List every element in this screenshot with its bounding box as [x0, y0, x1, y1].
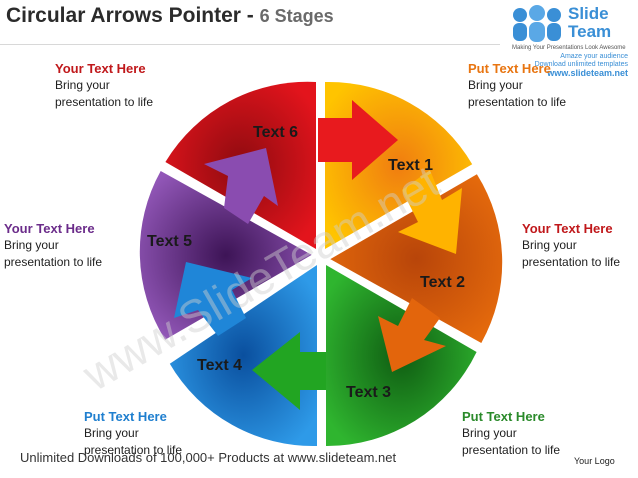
arrow-green-left [252, 332, 326, 410]
people-icon [513, 5, 561, 42]
caption-body-line2: presentation to life [4, 255, 103, 269]
caption-body-line1: Bring your [522, 238, 577, 252]
label-text-1: Text 1 [388, 157, 433, 174]
caption-body-line1: Bring your [4, 238, 59, 252]
caption-heading: Your Text Here [522, 221, 613, 236]
caption-heading: Put Text Here [468, 61, 551, 76]
caption-top-right: Put Text Here Bring your presentation to… [468, 60, 566, 111]
caption-bottom-left: Put Text Here Bring your presentation to… [84, 408, 182, 459]
caption-body-line1: Bring your [84, 426, 139, 440]
promo-url: www.slideteam.net [547, 68, 628, 78]
label-text-5: Text 5 [147, 233, 192, 250]
caption-heading: Your Text Here [4, 221, 95, 236]
caption-heading: Put Text Here [84, 409, 167, 424]
caption-body-line2: presentation to life [55, 95, 154, 109]
promo-block: Amaze your audience Download unlimited t… [510, 53, 628, 78]
arrow-orange-down [398, 170, 462, 254]
caption-body-line1: Bring your [462, 426, 517, 440]
arrow-dkorange-down [378, 298, 446, 372]
caption-body-line1: Bring your [55, 78, 110, 92]
stage-arrows [174, 100, 462, 410]
caption-mid-left: Your Text Here Bring your presentation t… [4, 220, 102, 271]
caption-top-left: Your Text Here Bring your presentation t… [55, 60, 153, 111]
logo-brand: Slide Team [568, 5, 611, 41]
page-title: Circular Arrows Pointer - 6 Stages [6, 4, 334, 28]
promo-line1: Amaze your audience [560, 53, 628, 60]
caption-heading: Your Text Here [55, 61, 146, 76]
title-stages: 6 Stages [259, 6, 334, 26]
caption-body-line2: presentation to life [522, 255, 621, 269]
caption-body-line1: Bring your [468, 78, 523, 92]
label-text-3: Text 3 [346, 384, 391, 401]
title-main: Circular Arrows Pointer - [6, 4, 254, 27]
title-divider [0, 44, 500, 45]
promo-line2: Download unlimited templates [534, 61, 628, 68]
arrow-purple-up [204, 148, 278, 224]
caption-body-line2: presentation to life [84, 443, 183, 457]
logo-tagline: Making Your Presentations Look Awesome [512, 45, 626, 51]
your-logo-placeholder: Your Logo [574, 456, 615, 466]
footer-text: Unlimited Downloads of 100,000+ Products… [20, 450, 397, 465]
slideteam-logo: Slide Team Making Your Presentations Loo… [510, 3, 636, 63]
logo-brand-line2: Team [568, 22, 612, 41]
wedge-text-4 [169, 265, 317, 447]
caption-heading: Put Text Here [462, 409, 545, 424]
logo-brand-line1: Slide [568, 4, 609, 23]
caption-mid-right: Your Text Here Bring your presentation t… [522, 220, 620, 271]
arrow-blue-up [174, 262, 252, 336]
caption-body-line2: presentation to life [462, 443, 561, 457]
caption-body-line2: presentation to life [468, 95, 567, 109]
label-text-2: Text 2 [420, 274, 465, 291]
label-text-6: Text 6 [253, 124, 298, 141]
label-text-4: Text 4 [197, 357, 242, 374]
caption-bottom-right: Put Text Here Bring your presentation to… [462, 408, 560, 459]
arrow-red-right [318, 100, 398, 180]
